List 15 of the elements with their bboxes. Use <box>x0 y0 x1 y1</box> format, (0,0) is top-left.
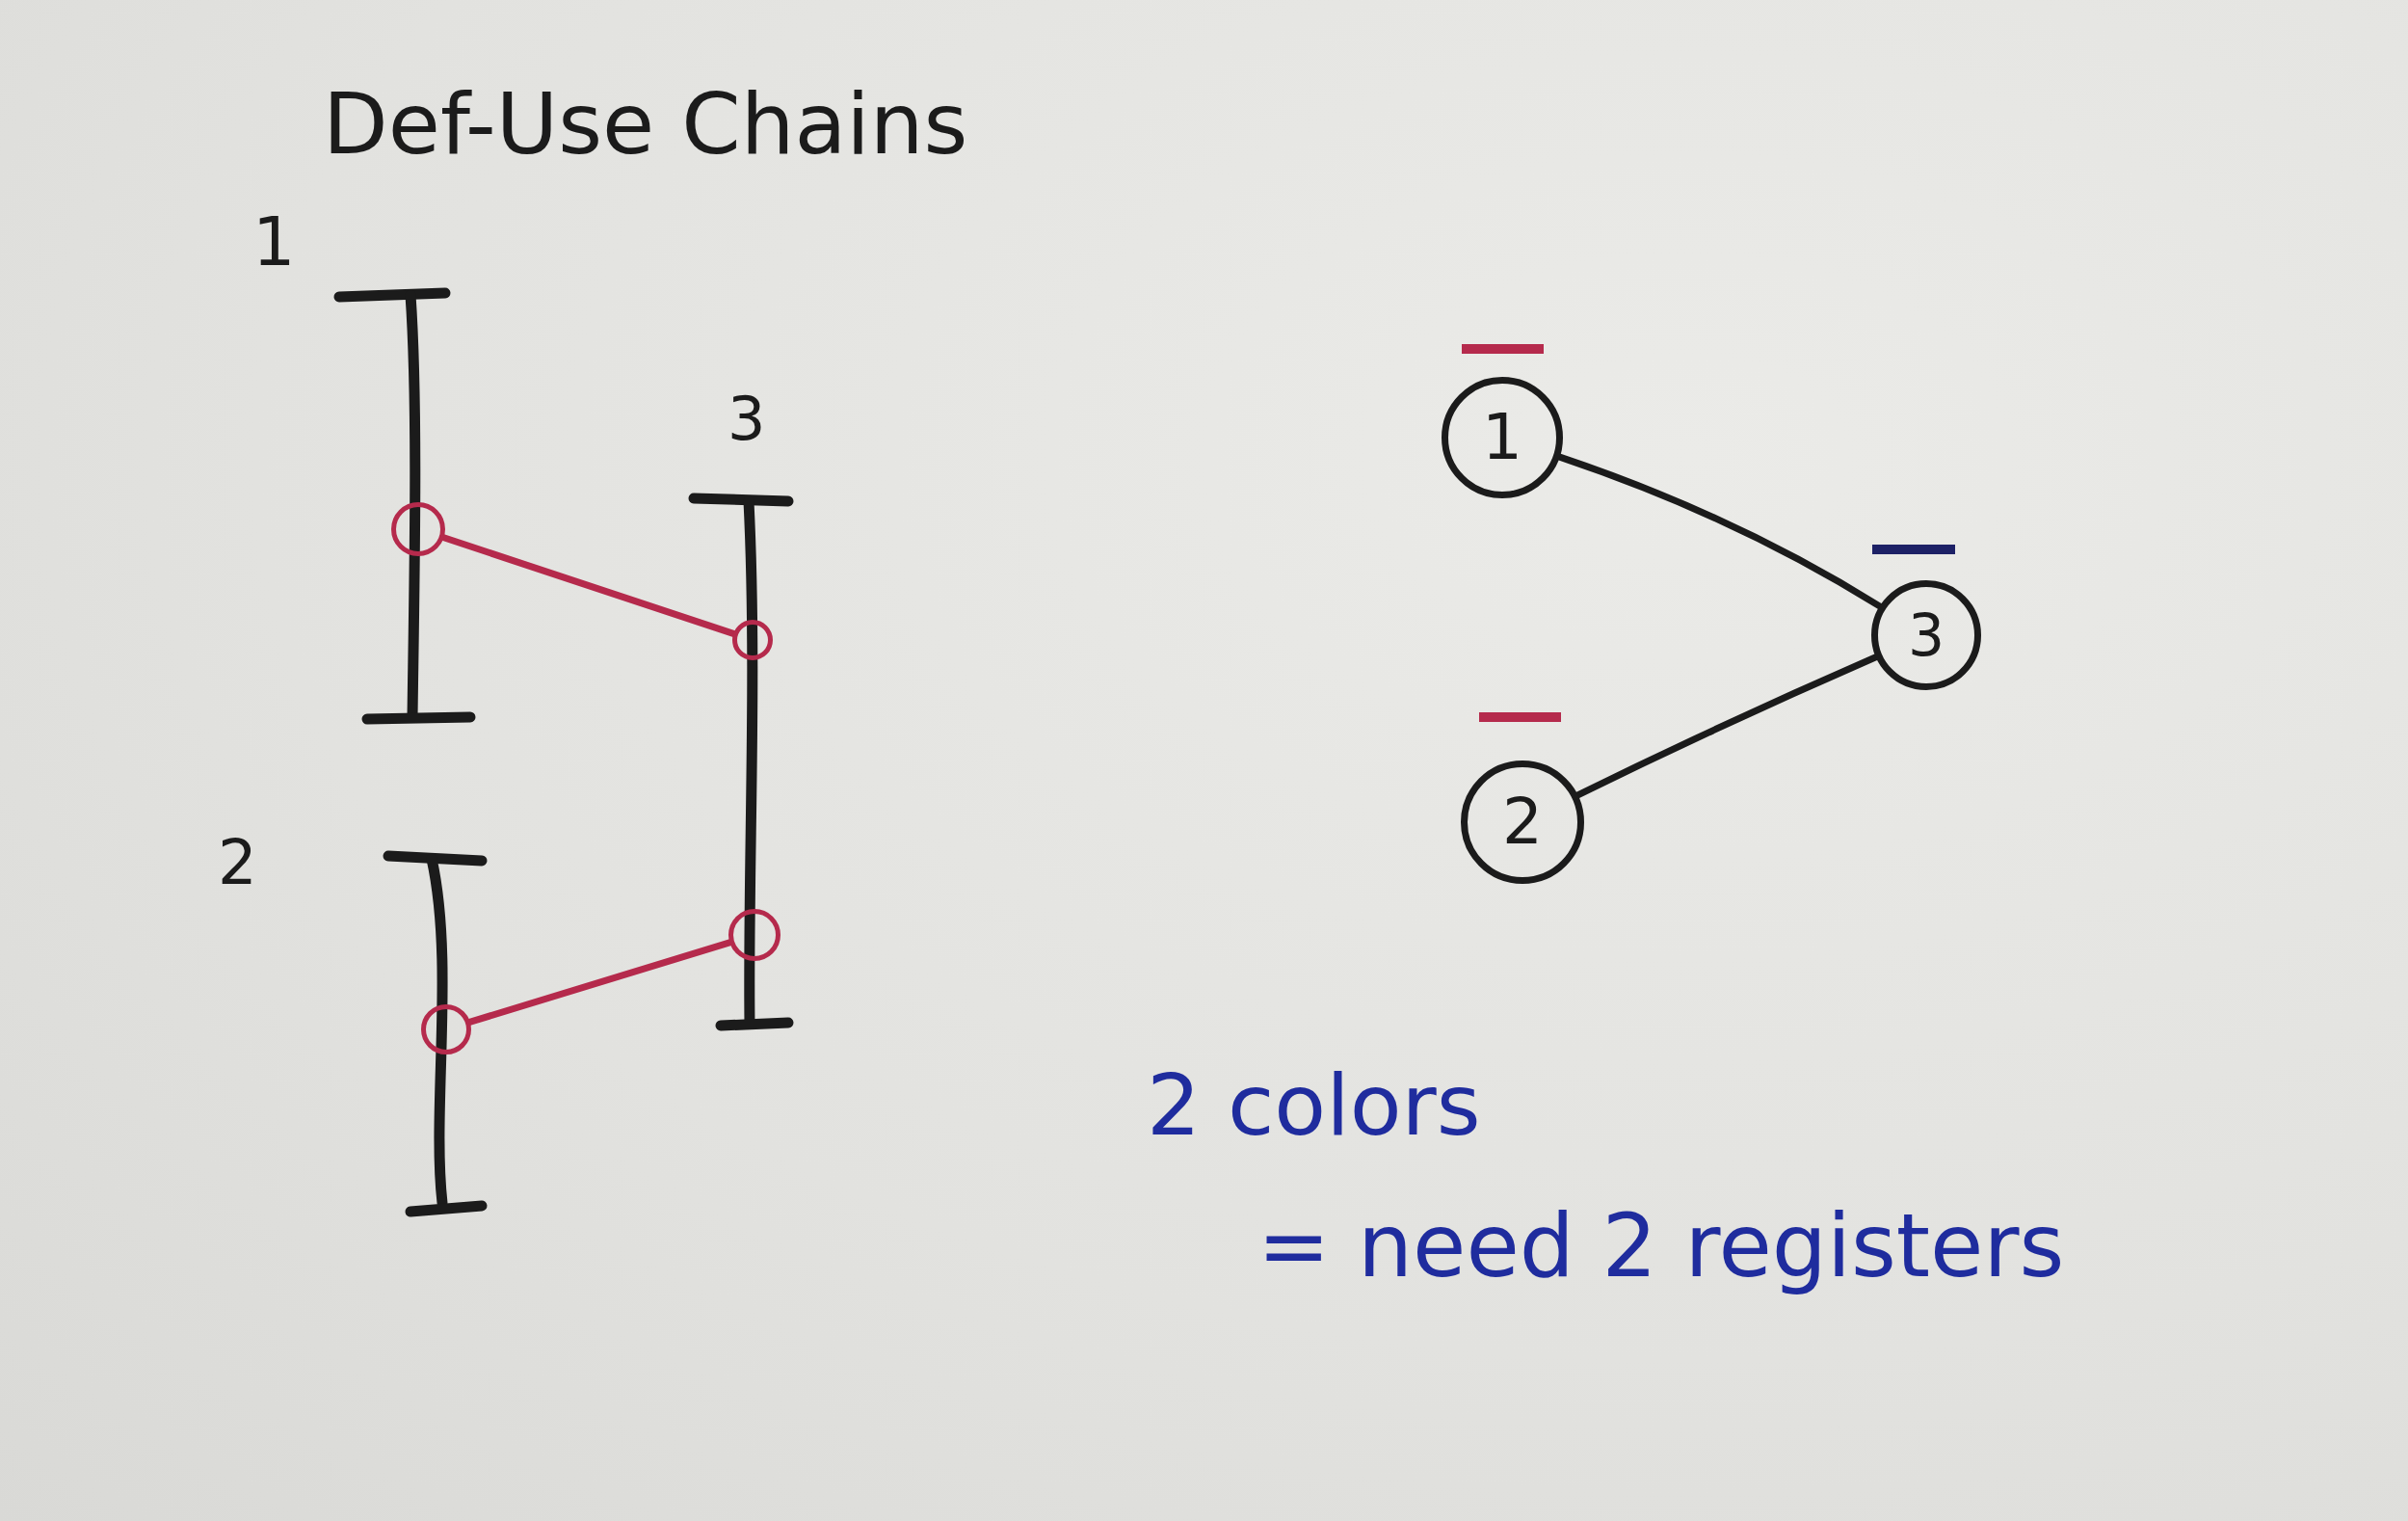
bar-number: 1 <box>252 201 296 283</box>
note-text: 2 colors <box>1147 1054 1481 1157</box>
graph-node: 3 <box>1871 580 1981 690</box>
connector-line <box>1556 453 1884 610</box>
bar-number: 2 <box>218 826 257 900</box>
graph-node: 1 <box>1442 377 1563 498</box>
bar-number: 3 <box>728 383 766 456</box>
circle-marker <box>728 909 781 961</box>
title: Def-Use Chains <box>323 73 968 175</box>
circle-marker <box>732 620 773 660</box>
graph-node: 2 <box>1461 760 1584 884</box>
circle-marker <box>420 1004 471 1054</box>
connector-line <box>440 534 737 637</box>
circle-marker <box>391 502 445 556</box>
note-text: = need 2 registers <box>1257 1194 2065 1298</box>
